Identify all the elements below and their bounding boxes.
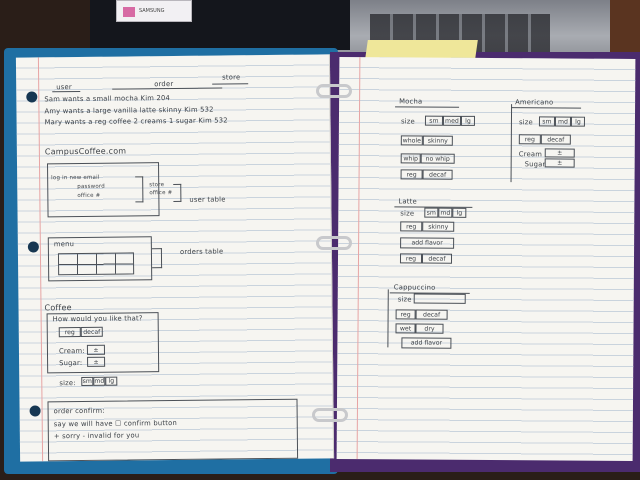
mocha-no-whip[interactable]: no whip xyxy=(420,153,455,164)
login-line-1: log in new email xyxy=(51,174,100,182)
cappuccino-reg[interactable]: reg xyxy=(395,309,416,320)
mocha-size-sm[interactable]: sm xyxy=(424,115,443,126)
mocha-skinny[interactable]: skinny xyxy=(422,135,453,146)
americano-size-md[interactable]: md xyxy=(554,116,571,127)
coffee-decaf-option[interactable]: decaf xyxy=(80,326,103,337)
binder-ring-middle xyxy=(316,236,352,250)
orders-table-note: orders table xyxy=(179,247,224,256)
margin-line xyxy=(356,57,361,460)
menu-title: menu xyxy=(53,240,75,249)
right-notebook-page: Mocha size sm med lg whole skinny whip n… xyxy=(336,56,636,462)
americano-decaf[interactable]: decaf xyxy=(540,134,571,145)
login-line-3: office # xyxy=(77,192,101,200)
cream-label: Cream: xyxy=(58,346,85,356)
label-order: order xyxy=(154,80,174,89)
americano-size-lg[interactable]: lg xyxy=(570,116,585,127)
latte-add-flavor[interactable]: add flavor xyxy=(400,237,455,249)
confirm-line-1: say we will have ☐ confirm button xyxy=(53,418,178,429)
latte-skinny[interactable]: skinny xyxy=(422,221,455,232)
label-store: store xyxy=(222,73,241,82)
cappuccino-title: Cappuccino xyxy=(393,283,436,292)
mocha-size-label: size xyxy=(400,117,415,126)
divider-line xyxy=(387,289,389,348)
sugar-stepper[interactable]: ± xyxy=(87,356,106,367)
size-sm[interactable]: sm xyxy=(81,376,94,386)
latte-reg[interactable]: reg xyxy=(399,253,423,264)
mocha-reg[interactable]: reg xyxy=(400,169,423,180)
coffee-title: Coffee xyxy=(44,303,72,313)
bracket xyxy=(173,183,182,203)
latte-size-sm[interactable]: sm xyxy=(424,207,439,218)
mocha-size-med[interactable]: med xyxy=(442,115,461,126)
latte-size-label: size xyxy=(400,209,415,218)
binder-ring-bottom xyxy=(312,408,348,422)
bracket xyxy=(151,248,163,269)
punch-hole xyxy=(29,405,41,417)
binder-ring-top xyxy=(316,84,352,98)
mocha-underline xyxy=(395,106,460,108)
americano-cream-stepper[interactable]: ± xyxy=(544,148,575,158)
order-line-1: Sam wants a small mocha Kim 204 xyxy=(44,94,171,104)
bracket xyxy=(135,176,144,203)
cream-stepper[interactable]: ± xyxy=(86,344,106,355)
confirm-title: order confirm: xyxy=(53,406,105,416)
mocha-title: Mocha xyxy=(399,97,423,106)
cappuccino-decaf[interactable]: decaf xyxy=(415,309,448,320)
cappuccino-size-field[interactable] xyxy=(413,293,466,304)
punch-hole xyxy=(27,241,39,253)
mocha-size-lg[interactable]: lg xyxy=(460,115,475,126)
americano-sugar-stepper[interactable]: ± xyxy=(544,158,575,168)
latte-decaf[interactable]: decaf xyxy=(421,253,453,264)
latte-title: Latte xyxy=(398,197,417,206)
order-line-2: Amy wants a large vanilla latte skinny K… xyxy=(44,105,214,116)
store-office: office # xyxy=(149,190,173,197)
login-line-2: password xyxy=(77,183,105,191)
coffee-question: How would you like that? xyxy=(52,314,143,324)
cappuccino-add-flavor[interactable]: add flavor xyxy=(401,337,452,349)
menu-grid xyxy=(57,252,135,276)
latte-size-md[interactable]: md xyxy=(438,207,453,218)
cappuccino-dry[interactable]: dry xyxy=(415,323,444,334)
mocha-whole[interactable]: whole xyxy=(400,135,423,146)
mocha-whip[interactable]: whip xyxy=(400,153,421,164)
americano-underline xyxy=(511,107,582,109)
mocha-decaf[interactable]: decaf xyxy=(422,169,453,180)
sugar-label: Sugar: xyxy=(59,358,83,368)
latte-size-lg[interactable]: lg xyxy=(452,207,467,218)
label-user: user xyxy=(56,83,72,92)
left-notebook-page: user order store Sam wants a small mocha… xyxy=(15,54,335,462)
laptop-screen: SAMSUNG xyxy=(90,0,350,50)
laptop-sticker: SAMSUNG xyxy=(116,0,192,22)
confirm-line-2: + sorry - invalid for you xyxy=(53,431,140,441)
latte-reg-milk[interactable]: reg xyxy=(400,221,423,232)
user-table-note: user table xyxy=(189,195,226,204)
brace xyxy=(52,90,81,93)
sticker-text: SAMSUNG xyxy=(139,8,165,14)
americano-reg[interactable]: reg xyxy=(518,134,541,145)
size-lg[interactable]: lg xyxy=(105,376,118,386)
americano-size-sm[interactable]: sm xyxy=(538,116,555,127)
americano-title: Americano xyxy=(515,98,554,107)
americano-size-label: size xyxy=(518,118,533,127)
divider-line xyxy=(510,104,513,183)
size-md[interactable]: md xyxy=(93,376,106,386)
brace xyxy=(212,83,249,85)
americano-sugar-label: Sugar xyxy=(524,160,546,169)
brace xyxy=(112,87,223,90)
sticker-logo xyxy=(123,7,135,17)
site-title: CampusCoffee.com xyxy=(44,146,127,157)
cappuccino-wet[interactable]: wet xyxy=(395,323,416,334)
punch-hole xyxy=(26,91,38,103)
cappuccino-size-label: size xyxy=(397,295,412,304)
coffee-reg-option[interactable]: reg xyxy=(58,326,81,338)
store-word: store xyxy=(149,182,165,189)
margin-line xyxy=(37,57,44,462)
americano-cream-label: Cream xyxy=(518,150,543,159)
size-label: size: xyxy=(59,379,76,388)
order-line-3: Mary wants a reg coffee 2 creams 1 sugar… xyxy=(44,116,228,127)
